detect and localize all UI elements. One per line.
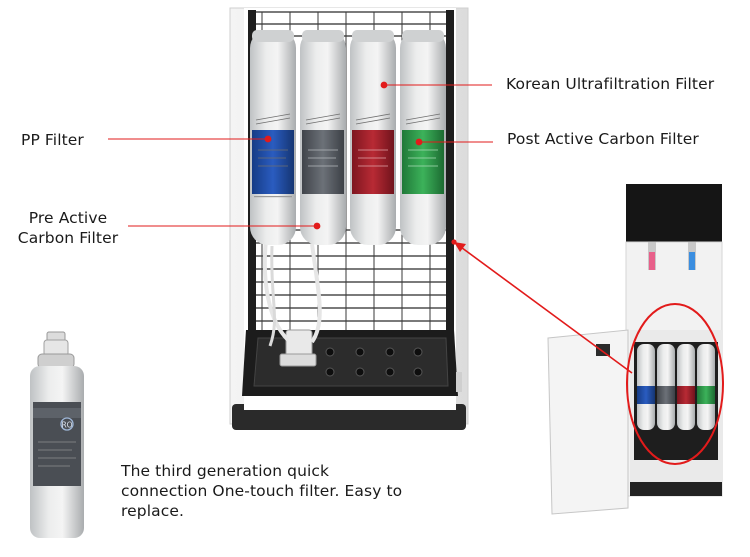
- label-pre-active-carbon-filter: Pre Active Carbon Filter: [17, 209, 119, 247]
- single-cartridge-photo: [30, 331, 84, 538]
- callout-korean: [380, 81, 492, 89]
- callout-highlight: [451, 239, 724, 465]
- filter-cartridge-post-active-carbon: [400, 30, 446, 245]
- filter-cartridge-pre-active-carbon: [300, 30, 346, 245]
- filter-cartridge-korean-ultrafiltration: [350, 30, 396, 245]
- label-pp-filter: PP Filter: [21, 131, 84, 149]
- label-korean-ultrafiltration-filter: Korean Ultrafiltration Filter: [506, 75, 715, 93]
- filter-cartridge-pp: [250, 30, 296, 245]
- label-post-active-carbon-filter: Post Active Carbon Filter: [507, 130, 699, 148]
- small-dispenser-photo: [547, 184, 723, 515]
- callout-pp: [108, 135, 272, 143]
- callout-post-active: [415, 138, 493, 146]
- callout-pre-active: [128, 222, 321, 230]
- caption-text: The third generation quick connection On…: [121, 462, 403, 520]
